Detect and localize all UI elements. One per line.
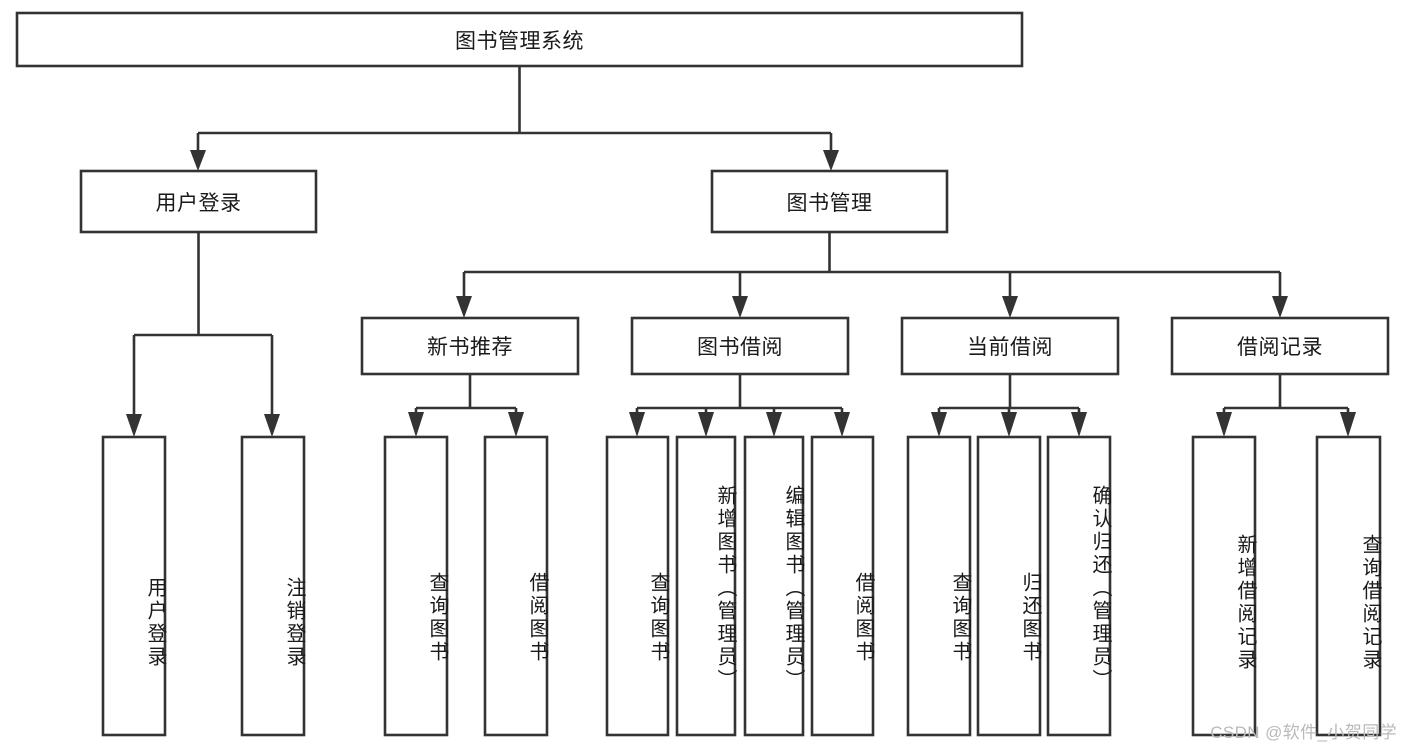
node-box-current-borrow[interactable]	[900, 316, 1120, 376]
node-box-leaf-query-book-current[interactable]	[906, 435, 972, 737]
connector-user-login-to-leaves	[126, 232, 280, 437]
connector-current-borrow-to-leaves	[931, 374, 1087, 437]
arrow-head-icon	[508, 412, 524, 437]
node-box-leaf-logout[interactable]	[240, 435, 306, 737]
node-box-book-borrow[interactable]	[630, 316, 850, 376]
node-box-root[interactable]	[15, 11, 1024, 68]
node-box-user-login[interactable]	[79, 169, 318, 234]
node-box-borrow-record[interactable]	[1170, 316, 1390, 376]
arrow-head-icon	[629, 412, 645, 437]
node-box-leaf-confirm-return-admin[interactable]	[1046, 435, 1112, 737]
arrow-head-icon	[834, 412, 850, 437]
arrow-head-icon	[1001, 412, 1017, 437]
node-box-leaf-query-book-recommend[interactable]	[383, 435, 449, 737]
arrow-head-icon	[126, 414, 142, 437]
arrow-head-icon	[456, 296, 472, 318]
arrow-head-icon	[931, 412, 947, 437]
connector-new-book-recommend-to-leaves	[408, 374, 524, 437]
arrow-head-icon	[408, 412, 424, 437]
arrow-head-icon	[698, 412, 714, 437]
arrow-head-icon	[1216, 412, 1232, 437]
connector-book-borrow-to-leaves	[629, 374, 850, 437]
arrow-head-icon	[766, 412, 782, 437]
node-box-leaf-add-book-admin[interactable]	[675, 435, 737, 737]
arrow-head-icon	[823, 150, 839, 171]
node-box-leaf-edit-book-admin[interactable]	[743, 435, 805, 737]
arrow-head-icon	[264, 414, 280, 437]
arrow-head-icon	[1340, 412, 1356, 437]
arrow-head-icon	[1071, 412, 1087, 437]
node-box-leaf-return-book[interactable]	[976, 435, 1042, 737]
node-box-book-management[interactable]	[710, 169, 949, 234]
connector-root-to-level2	[190, 66, 839, 171]
node-box-leaf-add-borrow-record[interactable]	[1191, 435, 1257, 737]
arrow-head-icon	[1002, 296, 1018, 318]
node-box-leaf-borrow-book[interactable]	[810, 435, 875, 737]
arrow-head-icon	[1272, 296, 1288, 318]
connector-book-management-to-level3	[456, 232, 1288, 318]
arrow-head-icon	[732, 296, 748, 318]
node-box-leaf-borrow-book-recommend[interactable]	[483, 435, 549, 737]
connector-borrow-record-to-leaves	[1216, 374, 1356, 437]
node-box-new-book-recommend[interactable]	[360, 316, 580, 376]
node-box-leaf-query-borrow-record[interactable]	[1315, 435, 1382, 737]
arrow-head-icon	[190, 150, 206, 171]
node-box-leaf-user-login[interactable]	[101, 435, 167, 737]
node-box-leaf-query-book-borrow[interactable]	[605, 435, 670, 737]
